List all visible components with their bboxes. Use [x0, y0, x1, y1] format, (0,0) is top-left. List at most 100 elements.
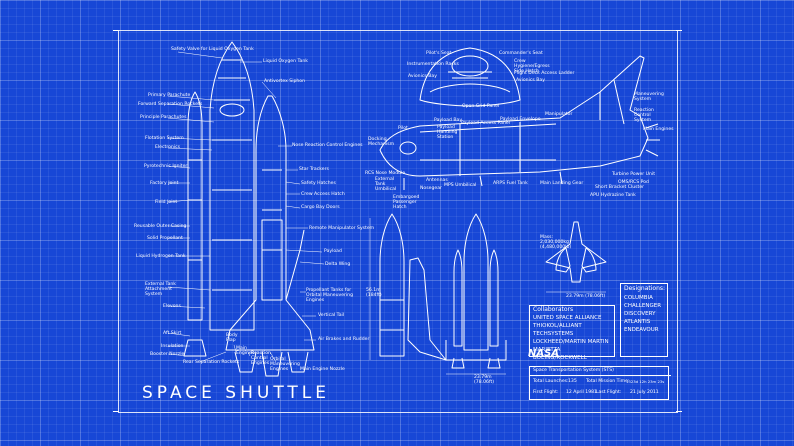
total-mission-time-value: 1323d 12h 23m 23s [626, 379, 665, 384]
label-nosegear: Nosegear [420, 186, 442, 191]
designation-item: CHALLENGER [624, 303, 662, 309]
label-principle-parachutes: Principle Parachutes [140, 115, 187, 120]
label-avionics-bay-left: Avionics Bay [408, 74, 437, 79]
designation-item: COLUMBIA [624, 295, 653, 301]
label-span: 23.79m (78.06ft) [566, 294, 606, 299]
label-vertical-tail: Vertical Tail [318, 313, 345, 318]
stack-leader-lines [167, 51, 277, 363]
label-liquid-hydrogen-tank: Liquid Hydrogen Tank [136, 254, 186, 259]
frame-tick [113, 30, 119, 31]
label-manipulator: Manipulator [545, 112, 573, 117]
label-elevons: Elevons [163, 304, 181, 309]
collaborator-item: BOEING/ROCKWELL [533, 355, 587, 361]
label-solid-propellant: Solid Propellant [147, 236, 183, 241]
last-flight-label: Last Flight: [596, 390, 622, 395]
label-payload-envelope: Payload Envelope [500, 117, 541, 122]
label-remote-manipulator: Remote Manipulator System [309, 226, 375, 231]
label-turbine-power-unit: Turbine Power Unit [612, 172, 655, 177]
poster-title: SPACE SHUTTLE [142, 383, 330, 403]
total-launches-label: Total Launches: [533, 379, 569, 384]
right-leader-lines [240, 61, 325, 341]
label-booster-nozzle: Booster Nozzle [150, 352, 185, 357]
label-height: 56.1m (184ft) [366, 288, 382, 298]
collaborators-box: Collaborators UNITED SPACE ALLIANCE THIO… [529, 305, 615, 361]
frame-tick [676, 30, 682, 31]
label-crew-access-hatch: Crew Access Hatch [301, 192, 345, 197]
label-short-bracket: Short Bracket Cluster [595, 185, 645, 190]
label-cargo-bay-doors: Cargo Bay Doors [301, 205, 340, 210]
last-flight-value: 21 July 2011 [630, 390, 659, 395]
label-reaction-control-system: Reaction Control System [634, 108, 654, 123]
label-delta-wing: Delta Wing [325, 262, 351, 267]
label-safety-hatches: Safety Hatches [301, 181, 336, 186]
label-safety-valve: Safety Valve for Liquid Oxygen Tank [171, 47, 254, 52]
designations-box: Designations: COLUMBIA CHALLENGER DISCOV… [620, 283, 668, 357]
label-rcs-nose-module: RCS Nose Module [365, 171, 406, 176]
label-avionics-bay-right: Avionics Bay [516, 78, 545, 83]
cabin-cross-section-drawing [419, 47, 521, 107]
label-reaction-control-engines: Reaction Control Engines [251, 351, 271, 366]
first-flight-value: 12 April 1981 [566, 390, 597, 395]
label-commanders-seat: Commander's Seat [499, 51, 543, 56]
launch-stack-side-drawing [369, 213, 447, 361]
label-insulation: Insulation [161, 344, 184, 349]
label-main-landing-gear: Main Landing Gear [540, 181, 584, 186]
left-booster-drawing [183, 91, 207, 357]
label-main-engines: Main Engines [236, 346, 255, 356]
total-mission-time-label: Total Mission Time: [586, 379, 630, 384]
label-air-brakes-rudder: Air Brakes and Rudder [318, 337, 370, 342]
collaborators-heading: Collaborators [533, 306, 574, 313]
label-open-grid-panel: Open Grid Panel [462, 104, 500, 109]
launch-stack-front-drawing [445, 213, 507, 375]
label-crew-hygiene-hatch: Crew Hygiene/Egress Side Hatch [514, 59, 550, 74]
label-payload-access-panel: Payload Access Panel [461, 121, 510, 126]
frame-tick [113, 411, 119, 412]
label-pilots-seat: Pilot's Seat [426, 51, 452, 56]
label-antivortex-siphon: Antivortex Siphon [264, 79, 306, 84]
label-mass: Mass: 2,030,000kg (4,480,000lb) [540, 235, 572, 250]
label-factory-joint: Factory Joint [150, 181, 179, 186]
collaborator-item: LOCKHEED/MARTIN MARTIN MARIETTA [533, 339, 609, 353]
orbiter-side-drawing [379, 55, 660, 190]
label-et-umbilical: External Tank Umbilical [375, 177, 397, 192]
label-payload-bay: Payload Bay [434, 118, 463, 123]
label-external-tank-attachment: External Tank Attachment System [145, 282, 176, 297]
label-main-engine-nozzle: Main Engine Nozzle [300, 367, 345, 372]
label-apu-hydrazine-tank: APU Hydrazine Tank [590, 193, 636, 198]
label-nose-rcs-engines: Nose Reaction Control Engines [292, 143, 363, 148]
label-docking-mechanism: Docking Mechanism [368, 137, 395, 147]
label-width: 23.79m (78.06ft) [474, 375, 495, 385]
label-orbital-maneuvering-engines: Orbital Maneuvering Engines [270, 357, 300, 372]
label-passenger-hatch: Embargoed Passenger Hatch [393, 195, 420, 210]
label-oms-rcs-pod: OMS/RCS Pod [618, 180, 649, 185]
orbiter-top-drawing [545, 221, 607, 293]
label-pilot: Pilot [398, 126, 408, 131]
designation-item: ATLANTIS [624, 319, 651, 325]
label-arps-fuel-tank: ARPS Fuel Tank [493, 181, 528, 186]
label-mps-umbilical: MPS Umbilical [444, 183, 477, 188]
nasa-logo: NASA [528, 348, 560, 359]
external-tank-drawing [209, 41, 255, 331]
label-payload: Payload [324, 249, 342, 254]
label-flight-deck-ladder: Flight Deck Access Ladder [514, 71, 575, 76]
label-maneuvering-system: Maneuvering System [634, 92, 664, 102]
label-star-trackers: Star Trackers [299, 167, 329, 172]
first-flight-label: First Flight: [533, 390, 559, 395]
frame-tick [676, 411, 682, 412]
sts-table-title: Space Transportation System (STS) [530, 367, 671, 376]
label-antennas: Antennas [426, 178, 448, 183]
orbiter-stack-drawing [225, 95, 315, 377]
label-rear-separation-rockets: Rear Separation Rockets [183, 360, 240, 365]
blueprint-frame [118, 30, 678, 413]
total-launches-value: 135 [568, 379, 577, 384]
label-payload-handling-station: Payload Handling Station [437, 125, 458, 140]
label-body-flap: Body Flap [226, 333, 238, 343]
label-aft-skirt: Aft Skirt [163, 331, 182, 336]
label-instrumentation-racks: Instrumentation Racks [407, 62, 459, 67]
label-primary-parachute: Primary Parachute [148, 93, 191, 98]
sts-info-table: Space Transportation System (STS) Total … [529, 366, 671, 400]
collaborator-item: THIOKOL/ALLIANT TECHSYSTEMS [533, 323, 582, 337]
designation-item: DISCOVERY [624, 311, 656, 317]
collaborator-item: UNITED SPACE ALLIANCE [533, 315, 602, 321]
